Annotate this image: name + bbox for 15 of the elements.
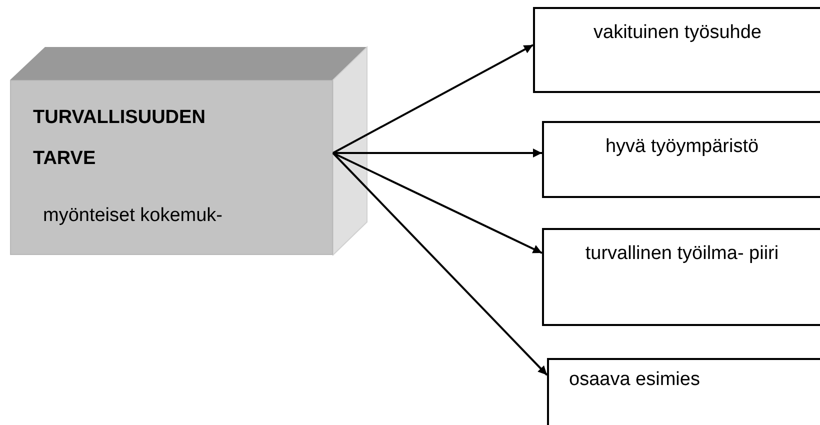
box-text: myönteiset kokemuk-: [43, 204, 223, 228]
text-box: [542, 121, 820, 198]
cube-box: [10, 80, 333, 255]
arrow: [332, 152, 542, 254]
arrow: [333, 148, 542, 158]
text-box: [533, 7, 820, 93]
arrow: [332, 44, 534, 154]
box-label: osaava esimies: [569, 368, 701, 392]
text-box: [542, 228, 820, 326]
box-heading: TURVALLISUUDEN TARVE: [33, 106, 206, 171]
text-box: [547, 358, 820, 425]
arrow: [332, 152, 548, 376]
box-label: turvallinen työilma- piiri: [584, 242, 780, 266]
box-label: hyvä työympäristö: [604, 135, 760, 159]
box-label: vakituinen työsuhde: [592, 21, 762, 45]
